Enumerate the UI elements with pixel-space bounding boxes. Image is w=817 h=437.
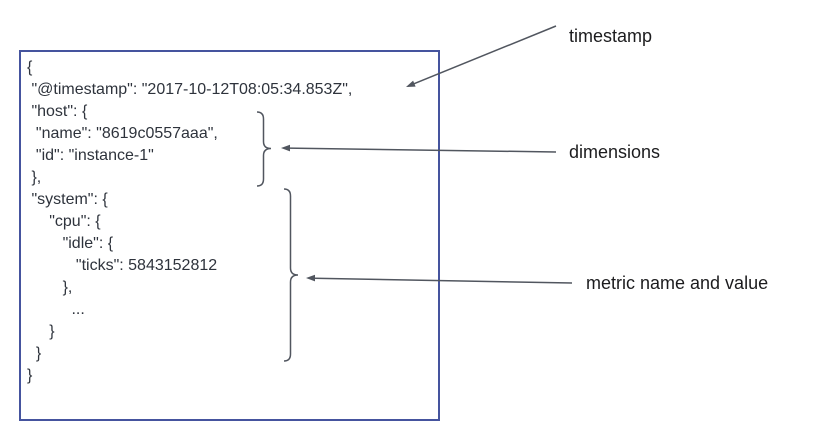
dimensions-label: dimensions <box>569 142 661 162</box>
metric-document-box <box>19 50 440 421</box>
json-code-block: { "@timestamp": "2017-10-12T08:05:34.853… <box>27 59 353 384</box>
metric-name-and-value-label: metric name and value <box>586 273 769 293</box>
timestamp-label: timestamp <box>569 26 653 46</box>
